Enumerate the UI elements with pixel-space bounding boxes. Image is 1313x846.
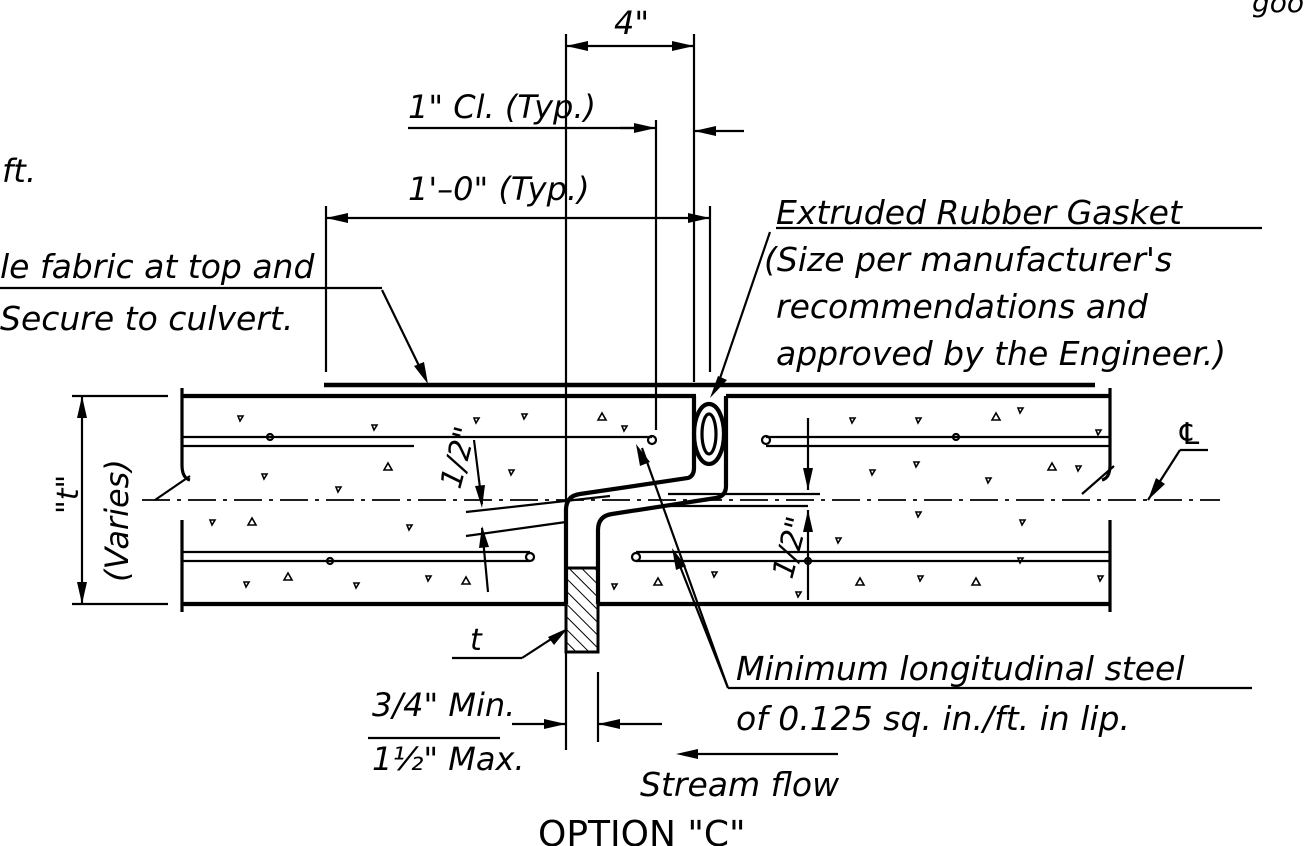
centerline-marker bbox=[1081, 448, 1208, 501]
stream-flow-label: Stream flow bbox=[640, 765, 840, 804]
min-steel-line1: Minimum longitudinal steel bbox=[736, 649, 1184, 688]
gasket-label-line3: recommendations and bbox=[776, 287, 1149, 326]
centerline-symbol: ℄ bbox=[1179, 417, 1199, 452]
top-4in-dimension bbox=[564, 34, 696, 750]
option-title: OPTION "C" bbox=[538, 814, 746, 846]
varies-label: (Varies) bbox=[98, 459, 136, 582]
reinforcing-bars bbox=[182, 432, 1110, 566]
concrete-aggregate bbox=[208, 407, 1105, 599]
thickness-label: "t" bbox=[51, 475, 86, 514]
corner-fragment: goo bbox=[1252, 0, 1304, 19]
right-slab bbox=[598, 388, 1112, 612]
gap-dimension bbox=[512, 672, 662, 742]
clear-cover-label: 1" Cl. (Typ.) bbox=[408, 88, 596, 126]
t-small-label: t bbox=[470, 623, 483, 658]
half-left-label: 1/2" bbox=[434, 423, 484, 492]
joint-filler-strip bbox=[564, 566, 600, 654]
leader-lines bbox=[0, 226, 1262, 759]
fabric-label-line1: le fabric at top and bbox=[0, 247, 315, 286]
gasket-label-line1: Extruded Rubber Gasket bbox=[776, 193, 1183, 232]
lap-length-label: 1'–0" (Typ.) bbox=[408, 170, 590, 208]
clear-cover-dimension bbox=[408, 120, 744, 430]
fabric-label-line2: Secure to culvert. bbox=[0, 299, 293, 338]
thickness-dimension bbox=[72, 394, 191, 606]
gap-min-label: 3/4" Min. bbox=[372, 686, 515, 724]
gasket-label-line2: (Size per manufacturer's bbox=[764, 240, 1172, 279]
lap-length-dimension bbox=[324, 206, 712, 372]
half-dimension-left bbox=[465, 439, 611, 593]
gap-max-label: 1½" Max. bbox=[372, 740, 525, 778]
rubber-gasket bbox=[691, 401, 727, 467]
min-steel-line2: of 0.125 sq. in./ft. in lip. bbox=[736, 699, 1130, 738]
top-dim-label: 4" bbox=[614, 4, 649, 42]
left-slab bbox=[180, 388, 696, 612]
half-dimension-right bbox=[668, 418, 820, 600]
ft-fragment-label: ft. bbox=[2, 152, 36, 190]
gasket-label-line4: approved by the Engineer.) bbox=[776, 334, 1226, 373]
